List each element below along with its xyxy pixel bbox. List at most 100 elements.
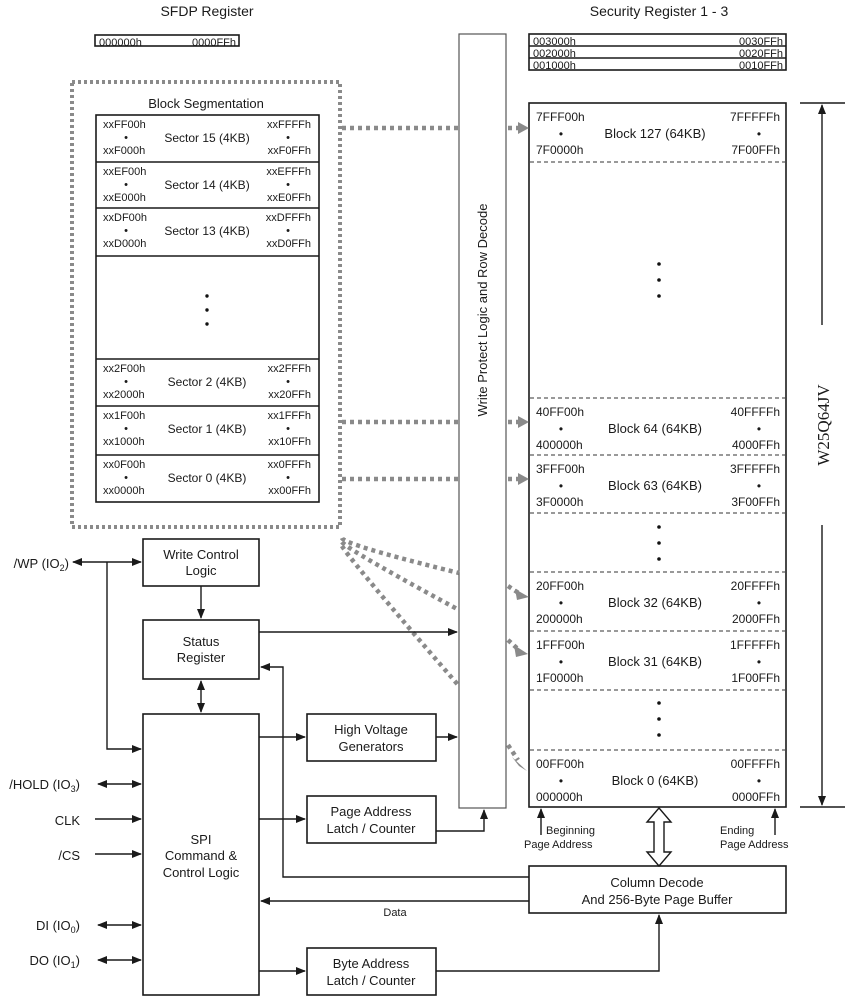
svg-text:And 256-Byte Page Buffer: And 256-Byte Page Buffer [582,892,733,907]
sector-address: xxD0FFh [266,238,311,250]
sector-bullet: • [286,423,290,435]
block-address: 20FFFFh [731,579,780,593]
pin-clk: CLK [55,813,81,828]
data-signal-label: Data [383,907,407,919]
sector-address: xxE000h [103,192,146,204]
block-address: 1F00FFh [731,671,780,685]
sfdp-register: SFDP Register 000000h 0000FFh [94,3,254,49]
sector-label: Sector 0 (4KB) [168,471,247,485]
svg-text:Beginning: Beginning [546,825,595,837]
security-reg-3-start: 003000h [533,36,576,48]
svg-text:SPI: SPI [191,832,212,847]
block-address: 3FFFFFh [730,462,780,476]
sector-bullet: • [286,376,290,388]
spi-command-control-logic: SPI Command & Control Logic [142,713,260,996]
sector-address: xxFF00h [103,119,146,131]
sfdp-title: SFDP Register [160,3,253,19]
svg-text:/WP (IO2): /WP (IO2) [14,556,69,573]
svg-text:Byte Address: Byte Address [333,956,410,971]
block-address: 0000FFh [732,790,780,804]
sector-address: xx1000h [103,436,145,448]
security-title: Security Register 1 - 3 [590,3,729,19]
chip-name: W25Q64JV [814,384,833,466]
block-label: Block 31 (64KB) [608,654,702,669]
sector-address: xxEF00h [103,166,146,178]
sector-bullet: • [124,179,128,191]
svg-text:Column Decode: Column Decode [610,875,703,890]
block-address: 40FFFFh [731,405,780,419]
svg-text:Latch / Counter: Latch / Counter [327,821,417,836]
sector-address: xx10FFh [268,436,311,448]
svg-text:Logic: Logic [185,563,217,578]
svg-text:Page Address: Page Address [524,839,593,851]
sector-bullet: • [286,472,290,484]
block-address: 20FF00h [536,579,584,593]
row-decode-label: Write Protect Logic and Row Decode [475,204,490,417]
sector-bullet: • [124,472,128,484]
block-bullet: • [757,596,761,610]
sector-bullet: • [124,423,128,435]
security-registers: Security Register 1 - 3 003000h 0030FFh … [528,3,787,72]
sector-label: Sector 14 (4KB) [164,178,249,192]
svg-text:Command &: Command & [165,848,238,863]
sector-address: xx2000h [103,389,145,401]
security-reg-2-end: 0020FFh [739,48,783,60]
memory-ellipsis-top [657,262,661,298]
status-register: Status Register [142,619,260,680]
block-address: 000000h [536,790,583,804]
sector-address: xx0F00h [103,459,145,471]
block-bullet: • [559,127,563,141]
block-bullet: • [757,655,761,669]
sector-address: xx1F00h [103,410,145,422]
block-label: Block 32 (64KB) [608,595,702,610]
svg-text:/HOLD (IO3): /HOLD (IO3) [9,777,80,794]
block-label: Block 64 (64KB) [608,421,702,436]
sector-address: xx00FFh [268,485,311,497]
svg-text:Register: Register [177,650,226,665]
sector-address: xxFFFFh [267,119,311,131]
security-reg-2-start: 002000h [533,48,576,60]
block-bullet: • [757,422,761,436]
sector-bullet: • [124,132,128,144]
block-address: 1FFFFFh [730,638,780,652]
signal-wires [72,558,779,975]
ending-page-address-label: Ending Page Address [720,825,789,851]
sector-address: xxF000h [103,145,145,157]
svg-text:Latch / Counter: Latch / Counter [327,973,417,988]
sector-bullet: • [124,225,128,237]
svg-text:DO (IO1): DO (IO1) [29,953,80,970]
block-bullet: • [559,774,563,788]
sector-label: Sector 13 (4KB) [164,224,249,238]
svg-text:DI (IO0): DI (IO0) [36,918,80,935]
sfdp-end-address: 0000FFh [192,37,236,49]
block-bullet: • [757,127,761,141]
sector-bullet: • [286,179,290,191]
block-label: Block 63 (64KB) [608,478,702,493]
svg-text:Ending: Ending [720,825,754,837]
sector-address: xxDF00h [103,212,147,224]
block-segmentation-container [70,80,342,529]
pin-di: DI (IO0) [36,918,80,935]
block-address: 3F0000h [536,495,583,509]
block-address: 7F0000h [536,143,583,157]
sector-bullet: • [286,225,290,237]
block-address: 4000FFh [732,438,780,452]
block-address: 200000h [536,612,583,626]
block-bullet: • [757,774,761,788]
svg-text:Write Control: Write Control [163,547,239,562]
high-voltage-generators: High Voltage Generators [306,713,437,762]
block-label: Block 127 (64KB) [604,126,705,141]
svg-text:Status: Status [183,634,220,649]
memory-ellipsis-bottom [657,701,661,737]
memory-ellipsis-mid [657,525,661,561]
block-address: 1FFF00h [536,638,585,652]
pin-do: DO (IO1) [29,953,80,970]
block-address: 7F00FFh [731,143,780,157]
beginning-page-address-label: Beginning Page Address [524,825,595,851]
